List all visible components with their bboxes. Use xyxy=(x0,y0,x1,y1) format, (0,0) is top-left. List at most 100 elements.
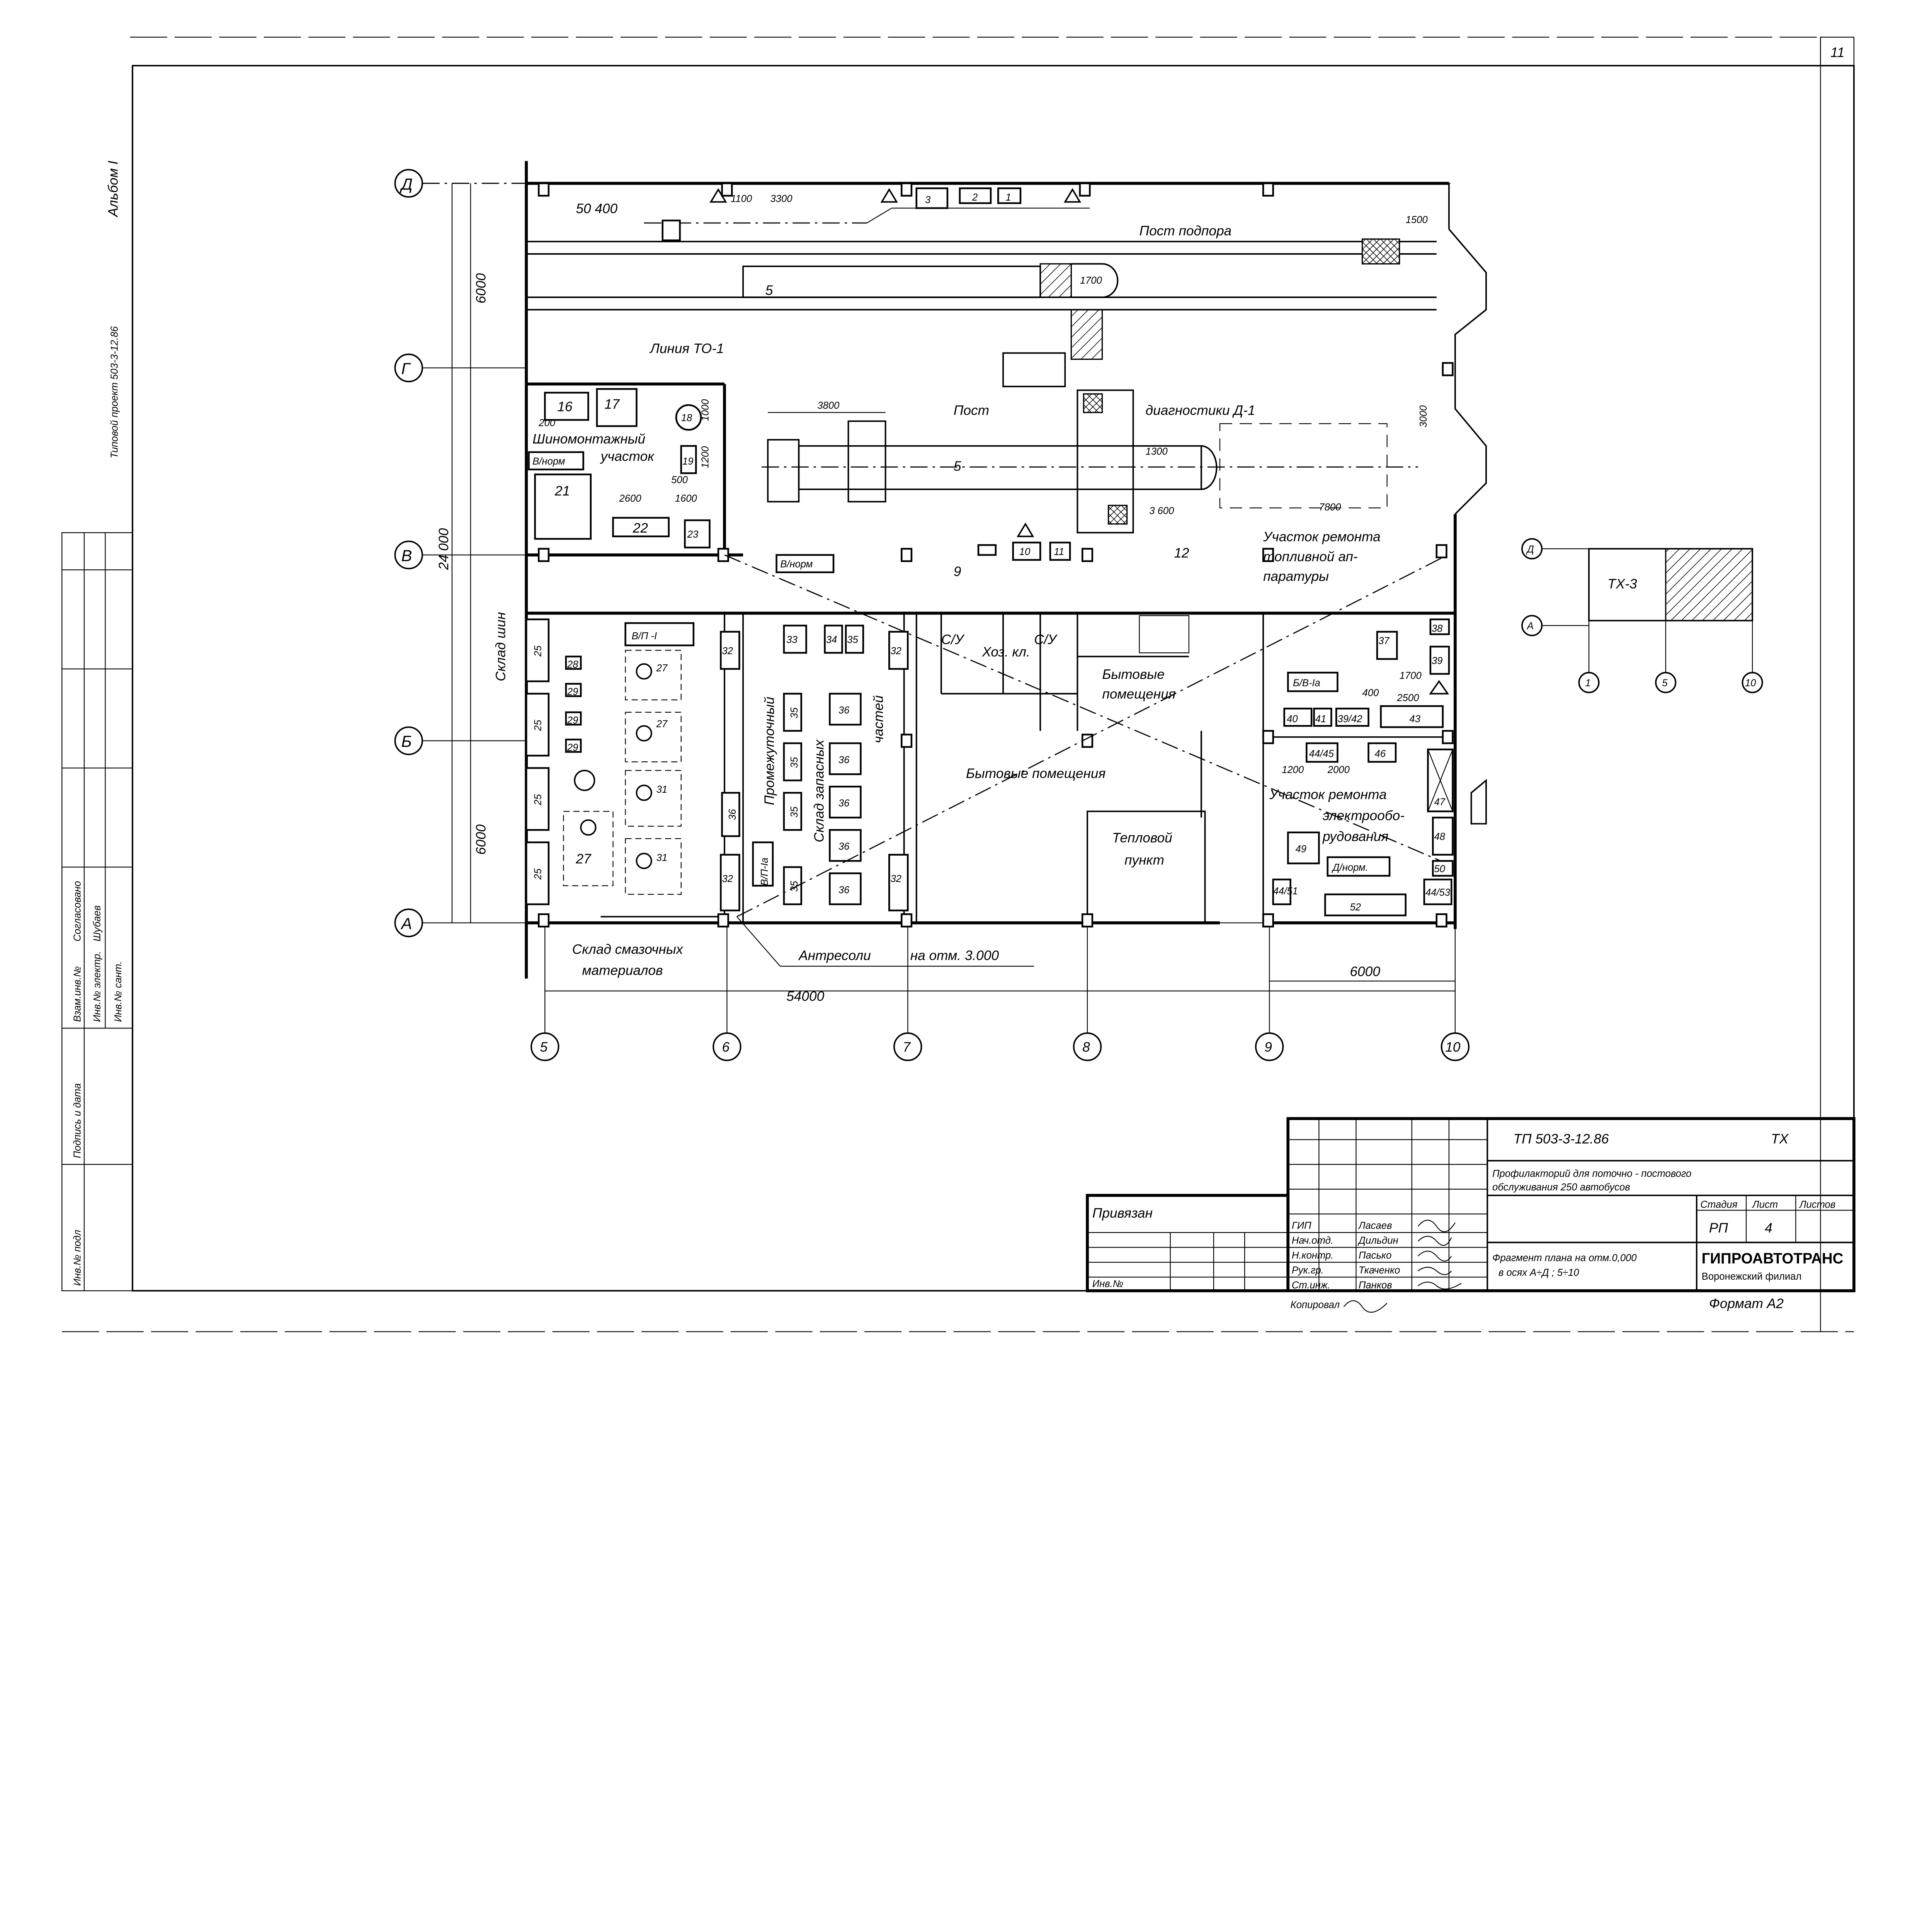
axis-col-7: 7 xyxy=(893,923,922,1061)
drawing-label: 35 xyxy=(789,806,800,817)
drawing-label: 25 xyxy=(533,794,544,805)
project-title: Профилакторий для поточно - постового xyxy=(1492,1168,1691,1179)
drawing-label: 36 xyxy=(838,754,850,765)
axis-col-8: 8 xyxy=(1073,923,1102,1061)
drawing-label: 50 xyxy=(1434,863,1445,874)
project-title-line2: обслуживания 250 автобусов xyxy=(1492,1182,1630,1193)
drawing-label: В/П -I xyxy=(632,631,657,642)
drawing-label: 29 xyxy=(567,715,578,726)
project-label: Типовой проект 503-3-12.86 xyxy=(109,326,120,458)
drawing-label: 1000 xyxy=(700,399,711,421)
drawing-label: Г xyxy=(401,359,411,378)
drawing-label: 7800 xyxy=(1319,502,1341,512)
drawing-label: 31 xyxy=(656,784,668,795)
stamp-row: Подпись и дата xyxy=(72,1083,83,1158)
drawing-label: материалов xyxy=(582,963,663,978)
drawing-label: С/У xyxy=(941,632,965,647)
stamp-row: Шубаев xyxy=(92,906,103,941)
stamp-row: Согласовано xyxy=(72,881,83,941)
drawing-label: 2600 xyxy=(619,493,642,504)
drawing-label: 1200 xyxy=(1282,764,1304,775)
drawing-label: 28 xyxy=(567,659,578,670)
drawing-label: 43 xyxy=(1409,714,1420,725)
drawing-label: 36 xyxy=(838,705,850,716)
drawing-label: 7 xyxy=(903,1040,911,1055)
diagnostics-post: 5 Пост диагностики Д-1 3800 3000 3 600 7… xyxy=(762,389,1429,579)
drawing-label: Пасько xyxy=(1359,1250,1391,1261)
drawing-label: помещения xyxy=(1102,687,1176,702)
v-norm-label: В/норм xyxy=(532,456,565,467)
drawing-label: 8 xyxy=(1082,1040,1090,1055)
drawing-label: 1100 xyxy=(731,193,752,204)
axis-col-5: 5 xyxy=(531,923,560,1061)
drawing-label: 2500 xyxy=(1396,693,1419,703)
drawing-label: 31 xyxy=(656,853,668,863)
lube-store-label: Склад смазочных xyxy=(572,942,684,957)
sheet-value: 4 xyxy=(1765,1221,1772,1236)
stamp-row: Инв.№ сант. xyxy=(113,961,124,1022)
drawing-label: 25 xyxy=(533,645,544,657)
drawing-label: 5 xyxy=(1662,678,1668,689)
drawing-label: паратуры xyxy=(1263,569,1329,584)
stamp-row: Взам.инв.№ xyxy=(72,966,83,1022)
drawing-sheet: 11 Альбом I Типовой проект 503-3-12.86 И… xyxy=(61,37,1855,1332)
drawing-label: 24 000 xyxy=(436,528,451,570)
organization: ГИПРОАВТОТРАНС xyxy=(1702,1250,1844,1267)
signatory-row: Нач.отд.Дильдин xyxy=(1292,1235,1398,1246)
drawing-label: 3 600 xyxy=(1149,506,1174,516)
axis-col-6: 6 xyxy=(713,923,742,1061)
drawing-label: Б xyxy=(401,732,412,751)
post-label: Пост xyxy=(954,403,989,418)
drawing-label: 25 xyxy=(533,868,544,880)
inventory-label: Инв.№ xyxy=(1092,1279,1124,1289)
drawing-label: 500 xyxy=(671,475,688,485)
drawing-label: 21 xyxy=(554,484,570,499)
drawing-label: 32 xyxy=(890,645,901,656)
drawing-label: 10 xyxy=(1019,546,1031,557)
drawing-label: рудования xyxy=(1322,829,1388,844)
drawing-label: Рук.гр. xyxy=(1292,1265,1324,1276)
household-rooms: С/У Хоз. кл. С/У Бытовые помещения Бытов… xyxy=(941,632,1176,868)
drawing-label: Бытовые xyxy=(1102,667,1165,682)
drawing-label: электрообо- xyxy=(1323,808,1405,823)
drawing-label: 35 xyxy=(789,880,800,892)
lube-store: 28 29 29 29 27 Склад смазочных материало… xyxy=(563,622,718,978)
drawing-label: 6000 xyxy=(473,824,488,855)
household-main-label: Бытовые помещения xyxy=(966,766,1106,781)
drawing-label: 39/42 xyxy=(1337,714,1362,725)
drawing-label: 27 xyxy=(656,718,668,729)
shelf-column: 35 35 35 35 36 xyxy=(721,693,802,905)
drawing-label: Участок ремонта xyxy=(1263,529,1381,545)
drawing-label: Панков xyxy=(1359,1280,1392,1290)
drawing-label: топливной ап- xyxy=(1263,549,1358,564)
drawing-label: 44/51 xyxy=(1273,886,1298,897)
drawing-label: 27 xyxy=(575,851,592,867)
drawing-label: 35 xyxy=(789,707,800,718)
drawing-label: В/норм xyxy=(780,559,813,570)
building-walls xyxy=(525,161,1487,979)
signatory-row: Рук.гр. Ткаченко xyxy=(1292,1265,1400,1276)
drawing-label: 16 xyxy=(557,399,573,414)
drawing-label: Нач.отд. xyxy=(1292,1235,1333,1246)
drawing-label: 1600 xyxy=(675,493,697,504)
album-label: Альбом I xyxy=(105,161,121,218)
drawing-label: 40 xyxy=(1287,714,1298,725)
drawing-label: Ткаченко xyxy=(1359,1265,1400,1276)
stamp-row: Инв.№ электр. xyxy=(92,951,103,1022)
drawing-label: 2000 xyxy=(1327,764,1350,775)
drawing-label: 33 xyxy=(786,634,798,645)
bound-label: Привязан xyxy=(1092,1206,1153,1221)
drawing-label: ГИП xyxy=(1292,1220,1311,1231)
drawing-label: 35 xyxy=(789,757,800,768)
line-to1: 3 2 1 5 50 400 3300 1100 1700 1500 Пост … xyxy=(526,187,1437,387)
drawing-label: 27 xyxy=(656,663,668,674)
drawing-label: 38 xyxy=(1432,623,1443,634)
drawing-label: 25 xyxy=(533,720,544,731)
drawing-label: В/П-Iа xyxy=(759,858,770,886)
drawing-label: 32 xyxy=(722,645,733,656)
sheet-header: Лист xyxy=(1752,1199,1778,1210)
tire-shop: 16 17 18 19 21 22 23 В/норм Шиномонтажны… xyxy=(528,388,711,548)
tire-shop-label: Шиномонтажный xyxy=(532,431,645,446)
equipment-label: 3 xyxy=(925,195,931,206)
drawing-label: 47 xyxy=(1434,797,1446,807)
